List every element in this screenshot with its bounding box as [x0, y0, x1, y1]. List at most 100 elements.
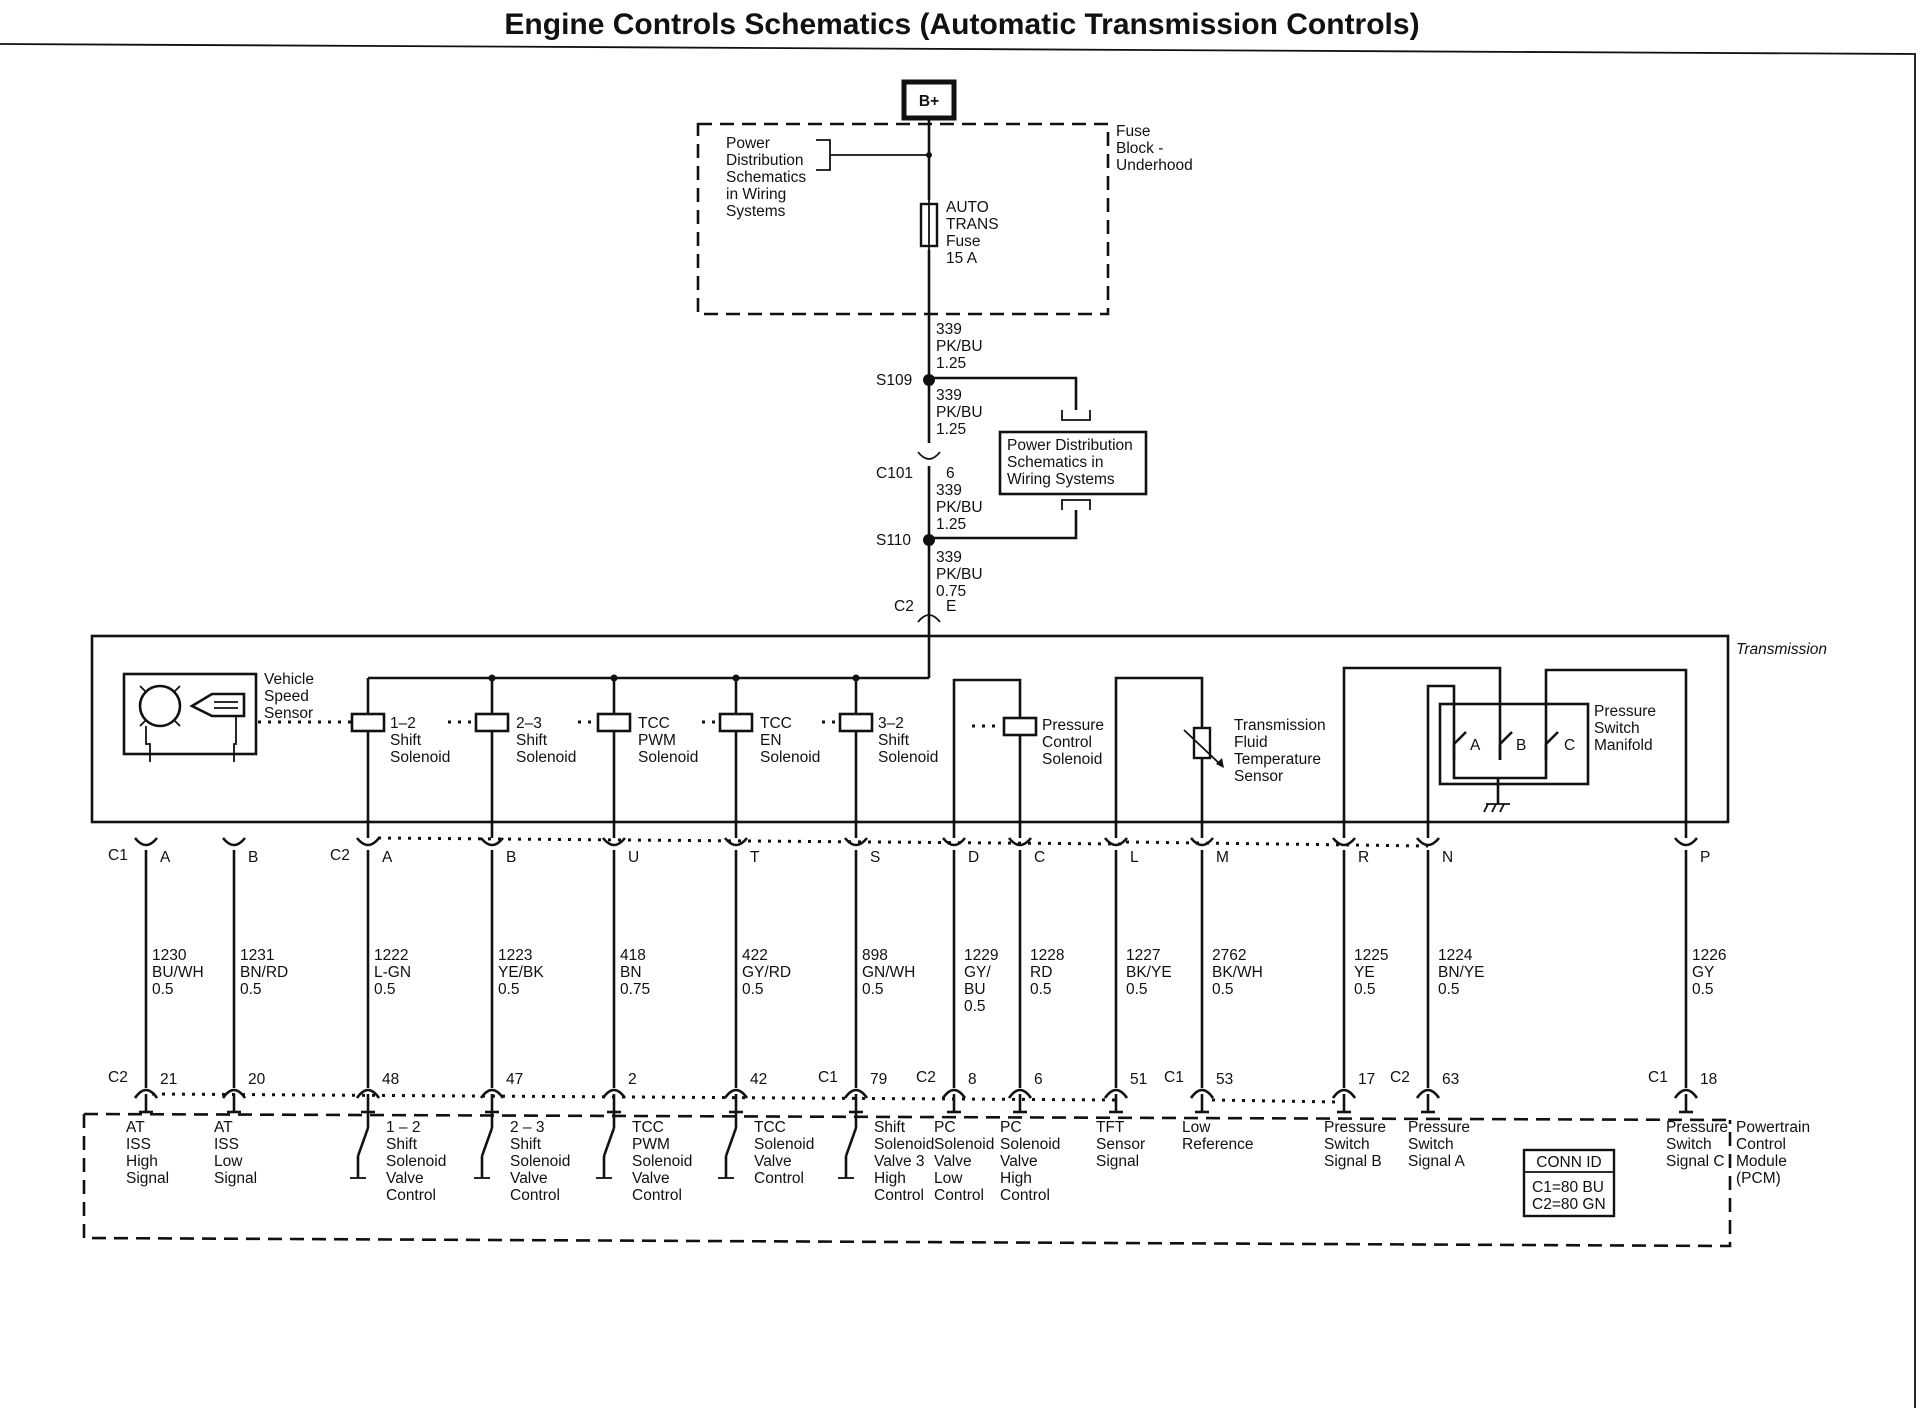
pcm-label: Powertrain Control Module (PCM) — [1736, 1119, 1810, 1187]
pcm-function-label: PC — [934, 1119, 956, 1136]
fuse-label: AUTO TRANS Fuse 15 A — [946, 199, 999, 267]
feed-wire-2-label: 339 PK/BU 1.25 — [936, 387, 983, 438]
pcm-function-label: Switch — [1408, 1136, 1454, 1153]
svg-text:1–2: 1–2 — [390, 715, 416, 732]
pd-branch-bottom — [929, 510, 1078, 540]
top-connector-cup — [941, 837, 967, 847]
svg-text:Pressure: Pressure — [1594, 703, 1656, 720]
circuit-number: 1226 — [1692, 947, 1726, 964]
tcc-en-solenoid: TCC EN Solenoid — [718, 678, 820, 838]
pcm-function-label: Pressure — [1324, 1119, 1386, 1136]
wire-color: BN/RD — [240, 964, 288, 981]
wire-color: BN — [620, 964, 642, 981]
wire-color: GY/RD — [742, 964, 791, 981]
top-pin-label: D — [968, 849, 979, 866]
circuit-number: 1224 — [1438, 947, 1473, 964]
transmission-label: Transmission — [1736, 641, 1827, 658]
fuse-block-box — [696, 122, 1110, 316]
circuit-number: 1229 — [964, 947, 998, 964]
wire-gauge: 0.5 — [1438, 981, 1460, 998]
pcm-function-label: Valve — [934, 1153, 972, 1170]
pcm-function-label: Solenoid — [1000, 1136, 1060, 1153]
pcm-connector-cup — [1007, 1088, 1033, 1099]
pcm-pin-label: 18 — [1700, 1071, 1717, 1088]
pcm-function-label: Shift — [386, 1136, 418, 1153]
svg-text:Powertrain: Powertrain — [1736, 1119, 1810, 1136]
pcm-function-label: Solenoid — [632, 1153, 692, 1170]
top-connector-cup — [133, 837, 159, 847]
svg-text:Block -: Block - — [1116, 140, 1163, 157]
svg-text:Solenoid: Solenoid — [1042, 751, 1102, 768]
top-pin-label: B — [248, 849, 258, 866]
wire-gauge: 0.5 — [498, 981, 520, 998]
svg-text:Manifold: Manifold — [1594, 737, 1653, 754]
svg-text:TCC: TCC — [638, 715, 670, 732]
circuit-number: 1231 — [240, 947, 274, 964]
svg-text:Switch: Switch — [1594, 720, 1640, 737]
pcm-connector-cup — [1415, 1088, 1441, 1099]
top-connector-cup — [601, 837, 627, 847]
circuit-number: 1228 — [1030, 947, 1064, 964]
wire-color: BU — [964, 981, 986, 998]
svg-text:Schematics: Schematics — [726, 169, 806, 186]
circuit-number: 1222 — [374, 947, 408, 964]
svg-text:Sensor: Sensor — [1234, 768, 1283, 785]
wire-color: GN/WH — [862, 964, 915, 981]
top-connector-cup — [1331, 837, 1357, 847]
pd-connector-bottom — [1061, 499, 1091, 510]
pcm-connector-cup — [1331, 1088, 1357, 1099]
pcm-function-label: Sensor — [1096, 1136, 1145, 1153]
pcm-connector-body-right — [1211, 1098, 1339, 1104]
top-pin-label: T — [750, 849, 760, 866]
splice-s109-label: S109 — [876, 372, 912, 389]
pcm-function-label: Solenoid — [754, 1136, 814, 1153]
conn-id-table — [1522, 1148, 1616, 1218]
wire-gauge: 0.5 — [1212, 981, 1234, 998]
svg-text:Solenoid: Solenoid — [760, 749, 820, 766]
shift-solenoid-1-2: 1–2 Shift Solenoid — [350, 678, 450, 838]
svg-text:(PCM): (PCM) — [1736, 1170, 1781, 1187]
pcm-pin-label: 6 — [1034, 1071, 1043, 1088]
wire-gauge: 0.5 — [152, 981, 174, 998]
svg-text:A: A — [1470, 737, 1481, 754]
c2-feed-label: C2 — [894, 598, 914, 615]
pcm-connector-label: C2 — [1390, 1069, 1410, 1086]
top-connector-cup — [843, 837, 869, 847]
driver-switch — [724, 1127, 738, 1157]
pcm-function-label: Control — [1000, 1187, 1050, 1204]
pcm-function-label: Low — [934, 1170, 963, 1187]
top-pin-label: M — [1216, 849, 1229, 866]
wire-gauge: 0.5 — [1692, 981, 1714, 998]
pd-box — [998, 430, 1148, 496]
svg-text:339: 339 — [936, 482, 962, 499]
pcm-pin-label: 79 — [870, 1071, 887, 1088]
top-pin-label: N — [1442, 849, 1453, 866]
wire-color: YE/BK — [498, 964, 544, 981]
pcm-function-label: Valve — [632, 1170, 670, 1187]
pcm-function-label: High — [1000, 1170, 1032, 1187]
top-connector-cup — [1189, 837, 1215, 847]
pcm-function-label: Control — [874, 1187, 924, 1204]
top-pin-label: P — [1700, 849, 1710, 866]
wire-color: GY/ — [964, 964, 991, 981]
pcm-function-label: 1 – 2 — [386, 1119, 420, 1136]
pcm-connector-cup — [221, 1088, 247, 1099]
svg-text:Underhood: Underhood — [1116, 157, 1193, 174]
pcm-pin-label: 21 — [160, 1071, 177, 1088]
top-pin-label: S — [870, 849, 880, 866]
battery-label: B+ — [919, 93, 939, 110]
driver-switch — [602, 1127, 616, 1157]
pd-reference-label: Power Distribution Schematics in Wiring … — [726, 135, 806, 220]
svg-text:Solenoid: Solenoid — [516, 749, 576, 766]
pcm-function-label: Signal B — [1324, 1153, 1382, 1170]
sheet-border — [0, 43, 1916, 1408]
c101-label: C101 — [876, 465, 913, 482]
svg-text:Systems: Systems — [726, 203, 786, 220]
pcm-function-label: AT — [214, 1119, 233, 1136]
